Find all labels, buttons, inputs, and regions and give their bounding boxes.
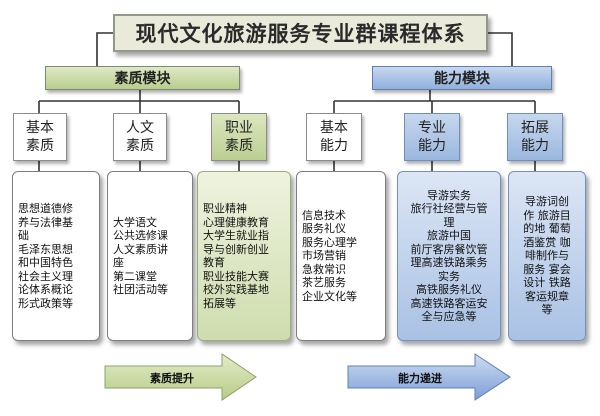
category-line: 人文	[126, 120, 154, 136]
ability-arrow-label: 能力递进	[398, 372, 442, 385]
course-line: 的地 葡萄	[523, 222, 571, 236]
course-line: 和中国特色	[18, 256, 73, 269]
category-line: 素质	[126, 138, 154, 154]
category-major-ability: 专业 能力	[404, 113, 460, 161]
courses-basic-ability: 信息技术 服务礼仪 服务心理学 市场营销 急救常识 茶艺服务 企业文化等	[296, 171, 386, 341]
course-line: 公共选修课	[113, 229, 168, 242]
course-line: 拓展等	[203, 296, 236, 310]
course-line: 社团活动等	[113, 283, 168, 296]
course-line: 前厅客房餐饮管	[410, 242, 488, 256]
course-line: 职业技能大赛	[203, 269, 269, 283]
category-professional-quality: 职业 素质	[211, 113, 267, 161]
course-line: 急救常识	[302, 262, 346, 276]
course-line: 作 旅游目	[523, 208, 571, 222]
quality-arrow-label: 素质提升	[150, 372, 194, 385]
course-line: 大学语文	[113, 215, 157, 229]
courses-basic-quality: 思想道德修 养与法律基 础 毛泽东思想 和中国特色 社会主义理 论体系概论 形式…	[12, 171, 100, 341]
course-line: 服务 宴会	[523, 262, 571, 276]
category-line: 能力	[320, 138, 348, 154]
course-line: 形式政策等	[18, 296, 73, 310]
course-line: 人文素质讲	[113, 242, 168, 256]
course-line: 养与法律基	[18, 215, 73, 229]
category-line: 基本	[26, 120, 54, 136]
quality-arrow-shape	[104, 353, 257, 401]
course-line: 职业精神	[203, 202, 247, 215]
course-line: 大学生就业指	[203, 229, 269, 242]
category-line: 素质	[26, 138, 54, 154]
course-line: 酒鉴赏 咖	[523, 235, 571, 249]
category-line: 素质	[225, 138, 253, 154]
ability-arrow-shape	[347, 353, 511, 401]
course-line: 座	[113, 256, 124, 269]
course-line: 导游实务	[427, 188, 471, 202]
course-line: 高速铁路客运安	[410, 296, 488, 310]
diagram-title: 现代文化旅游服务专业群课程体系	[113, 14, 488, 52]
course-line: 理	[443, 215, 455, 229]
course-line: 心理健康教育	[203, 215, 269, 229]
course-line: 实务	[438, 269, 460, 283]
course-line: 服务心理学	[302, 235, 357, 249]
category-line: 能力	[521, 138, 549, 154]
course-line: 思想道德修	[18, 202, 73, 215]
course-line: 社会主义理	[18, 269, 73, 283]
course-line: 旅游中国	[427, 229, 471, 242]
category-basic-quality: 基本 素质	[13, 113, 67, 161]
course-line: 信息技术	[302, 208, 346, 222]
category-basic-ability: 基本 能力	[306, 113, 362, 161]
category-line: 拓展	[521, 120, 549, 136]
course-line: 市场营销	[302, 249, 346, 263]
courses-professional-quality: 职业精神 心理健康教育 大学生就业指 导与创新创业 教育 职业技能大赛 校外实践…	[197, 171, 291, 341]
category-humanities-quality: 人文 素质	[113, 113, 167, 161]
course-line: 毛泽东思想	[18, 242, 73, 256]
category-line: 职业	[225, 120, 253, 136]
course-line: 导与创新创业	[203, 242, 269, 256]
category-line: 专业	[418, 120, 446, 136]
course-line: 茶艺服务	[302, 276, 346, 290]
course-line: 企业文化等	[302, 289, 357, 303]
quality-module: 素质模块	[45, 66, 240, 90]
course-line: 客运规章	[525, 289, 569, 303]
course-line: 校外实践基地	[203, 283, 269, 296]
courses-extended-ability: 导游词创 作 旅游目 的地 葡萄 酒鉴赏 咖 啡制作与 服务 宴会 设计 铁路 …	[508, 171, 586, 341]
connector-title-ability	[488, 32, 513, 66]
connector-title-quality	[96, 32, 113, 66]
course-line: 高铁服务礼仪	[416, 283, 482, 296]
course-line: 等	[541, 303, 553, 317]
category-line: 能力	[418, 138, 446, 154]
course-line: 导游词创	[525, 195, 569, 209]
course-line: 啡制作与	[525, 249, 569, 263]
course-line: 教育	[203, 256, 225, 269]
category-extended-ability: 拓展 能力	[507, 113, 563, 161]
course-line: 理高速铁路乘务	[410, 256, 488, 269]
course-line: 论体系概论	[18, 283, 73, 296]
courses-humanities-quality: 大学语文 公共选修课 人文素质讲 座 第二课堂 社团活动等	[107, 171, 193, 341]
course-line: 第二课堂	[113, 269, 157, 283]
course-line: 服务礼仪	[302, 222, 346, 236]
category-line: 基本	[320, 120, 348, 136]
course-line: 旅行社经营与管	[410, 202, 488, 215]
courses-major-ability: 导游实务 旅行社经营与管 理 旅游中国 前厅客房餐饮管 理高速铁路乘务 实务 高…	[397, 171, 501, 341]
course-line: 础	[18, 229, 29, 242]
course-line: 全与应急等	[421, 310, 477, 323]
course-line: 设计 铁路	[523, 276, 571, 290]
ability-module: 能力模块	[372, 66, 552, 90]
